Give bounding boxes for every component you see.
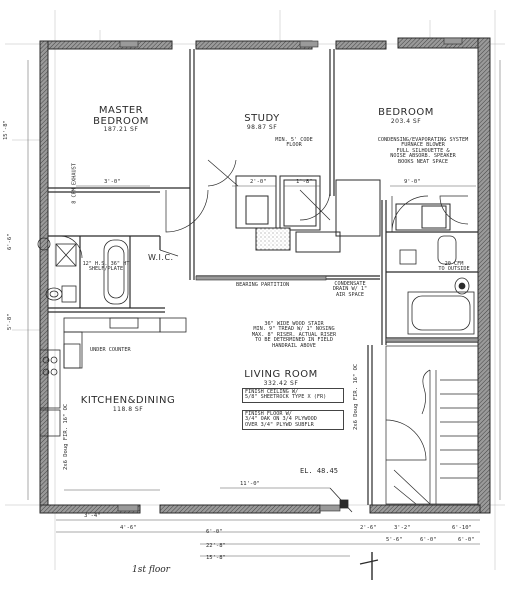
left-bath-fixtures: [37, 237, 129, 305]
floor-note-line: FINISH FLOOR W/: [245, 411, 292, 417]
room-label-kitchen-dining: KITCHEN&DINING 118.8 SF: [78, 395, 178, 413]
stair-note-line: HANDRAIL ABOVE: [272, 342, 316, 349]
mech-note-line: FULL SILHOUETTE &: [396, 147, 450, 154]
dimension-text: 1'-8": [296, 179, 313, 185]
dimension-text: 6'-0": [458, 537, 475, 543]
master-bedroom-name-line2: BEDROOM: [93, 115, 149, 127]
door-swings: [59, 159, 469, 461]
floor-finish-note: FINISH FLOOR W/ 3/4" OAK ON 3/4 PLYWOOD …: [242, 410, 344, 431]
closet-note-line: FLOOR: [286, 142, 302, 149]
stair-note-line: MIN. 9" TREAD W/ 1" NOSING: [253, 326, 335, 333]
dimension-text: 4'-6": [120, 525, 137, 531]
master-bedroom-area: 187.21 SF: [103, 126, 139, 133]
vent-note-line: TO OUTSIDE: [438, 266, 470, 273]
stair-note-line: 36" WIDE WOOD STAIR: [264, 321, 324, 327]
study-name: STUDY: [244, 113, 280, 124]
dimension-text: 3'-2": [394, 525, 411, 531]
stair-note-line: TO BE DETERMINED IN FIELD: [254, 337, 334, 344]
dimension-text: 6'-0": [206, 529, 223, 535]
dimension-text: 6'-10": [452, 525, 472, 531]
study-area: 98.87 SF: [246, 123, 278, 131]
closet-note-line: MIN. 5' CODE: [275, 137, 313, 143]
bearing-partition-note: BEARING PARTITION: [236, 282, 290, 288]
elevation-label: EL. 48.45: [300, 467, 338, 475]
mech-note: CONDENSING/EVAPORATING SYSTEM FURNACE BL…: [368, 137, 478, 165]
dimension-text: 15'-8": [206, 555, 226, 561]
condensate-note-line: CONDENSATE: [334, 281, 366, 287]
ceiling-note-line: FINISH CEILING W/: [245, 389, 299, 395]
dimension-text: 22'-8": [206, 543, 226, 549]
floor-note-line: 3/4" OAK ON 3/4 PLYWOOD: [245, 416, 317, 423]
stair-note-line: MAX. 8" RISER. ACTUAL RISER: [251, 331, 337, 338]
living-room-area: 332.42 SF: [263, 379, 299, 387]
dimension-text: 6'-0": [420, 537, 437, 543]
stair-note: 36" WIDE WOOD STAIR MIN. 9" TREAD W/ 1" …: [234, 321, 354, 349]
closet-blocks: [235, 175, 451, 253]
shelf-note-line: SHELF/PLATE: [88, 266, 124, 273]
closet-floor-note: MIN. 5' CODE FLOOR: [266, 137, 322, 149]
vent-left-note: 8 CFM EXHAUST: [71, 163, 78, 204]
framing-note-right: 2x6 Doug FIR. 16" OC: [353, 363, 359, 430]
dimension-text: 2'-6": [360, 525, 377, 531]
dimension-text: 15'-8": [3, 120, 9, 140]
framing-note-left: 2x6 Doug FIR. 16" OC: [63, 403, 69, 470]
dimension-lines: [27, 60, 501, 557]
sheet-label: 1st floor: [132, 565, 170, 575]
bedroom-name: BEDROOM: [378, 107, 434, 118]
master-bedroom-name-line1: MASTER: [98, 105, 144, 116]
undercounter-note: UNDER COUNTER: [90, 347, 131, 353]
condensate-note-line: AIR SPACE: [335, 291, 365, 298]
vent-note: 20 CFM TO OUTSIDE: [428, 261, 480, 273]
ceiling-finish-note: FINISH CEILING W/ 5/8" SHEETROCK TYPE X …: [242, 388, 344, 403]
ceiling-note-line: 5/8" SHEETROCK TYPE X (FR): [245, 394, 327, 401]
room-label-bedroom: BEDROOM 203.4 SF: [366, 107, 446, 125]
room-label-master-bedroom: MASTER BEDROOM 187.21 SF: [86, 105, 156, 133]
mech-note-line: FURNACE BLOWER: [401, 142, 445, 149]
condensate-note: CONDENSATE DRAIN W/ 1" AIR SPACE: [320, 281, 380, 298]
shelf-plate-note: 12" H.S. 36" HT SHELF/PLATE: [82, 261, 130, 273]
floor-note-line: OVER 3/4" PLYWD SUBFLR: [245, 421, 314, 428]
shelf-note-line: 12" H.S. 36" HT: [82, 261, 130, 267]
dimension-text: 5'-8": [7, 313, 13, 330]
room-label-living-room: LIVING ROOM 332.42 SF: [236, 369, 326, 387]
dimension-text: 3'-4": [84, 513, 101, 519]
mech-note-line: CONDENSING/EVAPORATING SYSTEM: [377, 137, 469, 143]
elevation-marker: [329, 487, 379, 580]
kitchen-dining-name: KITCHEN&DINING: [80, 395, 176, 406]
room-label-study: STUDY 98.87 SF: [232, 113, 292, 131]
dimension-text: 5'-6": [386, 537, 403, 543]
dimension-text: 3'-0": [104, 179, 121, 185]
dimension-text: 11'-0": [240, 481, 260, 487]
stair-run: [385, 345, 479, 505]
right-bath-fixtures: [399, 235, 475, 335]
kitchen-counters: [39, 317, 187, 437]
kitchen-dining-area: 118.8 SF: [112, 405, 144, 413]
living-room-name: LIVING ROOM: [244, 369, 318, 380]
partition-fills: [117, 37, 479, 512]
dimension-text: 2'-0": [250, 179, 267, 185]
room-label-wic: W.I.C.: [148, 253, 174, 262]
dimension-text: 6'-6": [7, 233, 13, 250]
mech-note-line: BOOKS NEAT SPACE: [398, 158, 448, 165]
vent-note-line: 20 CFM: [444, 261, 464, 267]
bedroom-area: 203.4 SF: [390, 117, 422, 125]
mech-note-line: NOISE ABSORB. SPEAKER: [390, 153, 456, 160]
dimension-text: 9'-0": [404, 179, 421, 185]
condensate-note-line: DRAIN W/ 1": [332, 286, 368, 293]
